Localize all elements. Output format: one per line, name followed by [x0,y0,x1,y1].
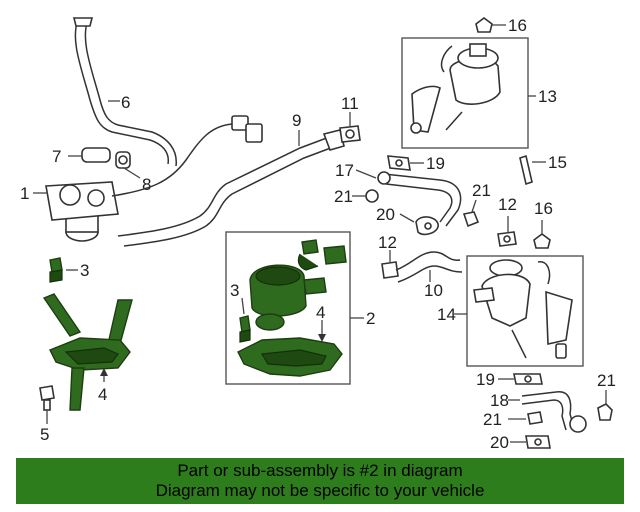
part-3-damper-left[interactable] [49,257,63,283]
callout-10[interactable]: 10 [424,281,443,300]
callout-12-low[interactable]: 12 [378,233,397,252]
part-20-gasket-low[interactable] [525,435,551,449]
callout-5[interactable]: 5 [40,425,49,444]
callout-20-low[interactable]: 20 [490,433,509,452]
box-13 [401,37,529,149]
callout-6[interactable]: 6 [121,93,130,112]
callout-19-mid[interactable]: 19 [426,154,445,173]
part-21-nut-right[interactable] [597,403,613,421]
part-21-nut-left[interactable] [365,189,379,203]
part-15-rod[interactable] [519,154,533,186]
callout-16-top[interactable]: 16 [508,16,527,35]
callout-15[interactable]: 15 [548,153,567,172]
part-5-bolt[interactable] [39,385,55,411]
callout-9[interactable]: 9 [292,111,301,130]
box-2 [225,231,351,385]
arrow-4-box [318,334,326,342]
leader-3-box [241,297,245,315]
callout-3-left[interactable]: 3 [80,261,89,280]
callout-8[interactable]: 8 [142,175,151,194]
callout-18[interactable]: 18 [490,391,509,410]
leader-20-mid [399,213,415,223]
part-8-clamp[interactable] [115,151,131,169]
part-2-assembly-highlighted[interactable] [237,239,347,377]
callout-20-mid[interactable]: 20 [376,205,395,224]
banner-line-1: Part or sub-assembly is #2 in diagram [177,461,463,480]
leader-8 [123,167,141,179]
part-4-bracket-left[interactable] [42,293,133,411]
parts-diagram: 6 7 8 1 9 11 [20,16,616,452]
part-18-pipe[interactable] [521,391,587,433]
part-21-nut-mid[interactable] [462,211,480,228]
part-1-air-pump[interactable] [45,181,119,242]
part-11-clamp[interactable] [339,125,361,143]
callout-3-box[interactable]: 3 [230,281,239,300]
part-19-gasket-low[interactable] [513,373,543,385]
part-20-gasket-mid[interactable] [415,216,439,236]
callout-21-mid[interactable]: 21 [472,181,491,200]
part-10-hose[interactable] [395,251,463,283]
leader-21-mid [471,199,477,213]
arrow-4-left [100,368,108,376]
part-13-valve[interactable] [410,43,501,134]
part-19-gasket-mid[interactable] [387,155,411,171]
callout-11[interactable]: 11 [341,94,359,113]
callout-13[interactable]: 13 [538,87,557,106]
part-9-harness-hose[interactable] [111,115,345,247]
part-12-clamp-mid[interactable] [497,231,517,247]
callout-21-left[interactable]: 21 [334,187,353,206]
part-7-hose[interactable] [81,147,111,163]
callout-1[interactable]: 1 [20,184,29,203]
callout-16-mid[interactable]: 16 [534,199,553,218]
callout-21-low[interactable]: 21 [483,410,502,429]
callout-4-left[interactable]: 4 [98,385,107,404]
part-16-nut-top[interactable] [475,17,493,33]
callout-4-box[interactable]: 4 [316,303,325,322]
callout-7[interactable]: 7 [52,147,61,166]
part-12-clamp-low[interactable] [381,261,399,279]
part-14-valve[interactable] [473,259,573,359]
banner-line-2: Diagram may not be specific to your vehi… [155,481,485,500]
callout-2[interactable]: 2 [366,309,375,328]
part-17-pipe[interactable] [377,171,462,227]
box-14 [466,255,584,367]
callout-17[interactable]: 17 [335,161,354,180]
part-6-pipe[interactable] [72,17,177,167]
leader-17 [355,169,377,179]
callout-21-right[interactable]: 21 [597,371,616,390]
callout-14[interactable]: 14 [437,305,456,324]
part-21-bolt-low[interactable] [527,411,543,425]
part-16-nut-mid[interactable] [533,233,551,249]
callout-19-low[interactable]: 19 [476,370,495,389]
disclaimer-banner: Part or sub-assembly is #2 in diagram Di… [16,458,624,504]
callout-12-mid[interactable]: 12 [498,195,517,214]
